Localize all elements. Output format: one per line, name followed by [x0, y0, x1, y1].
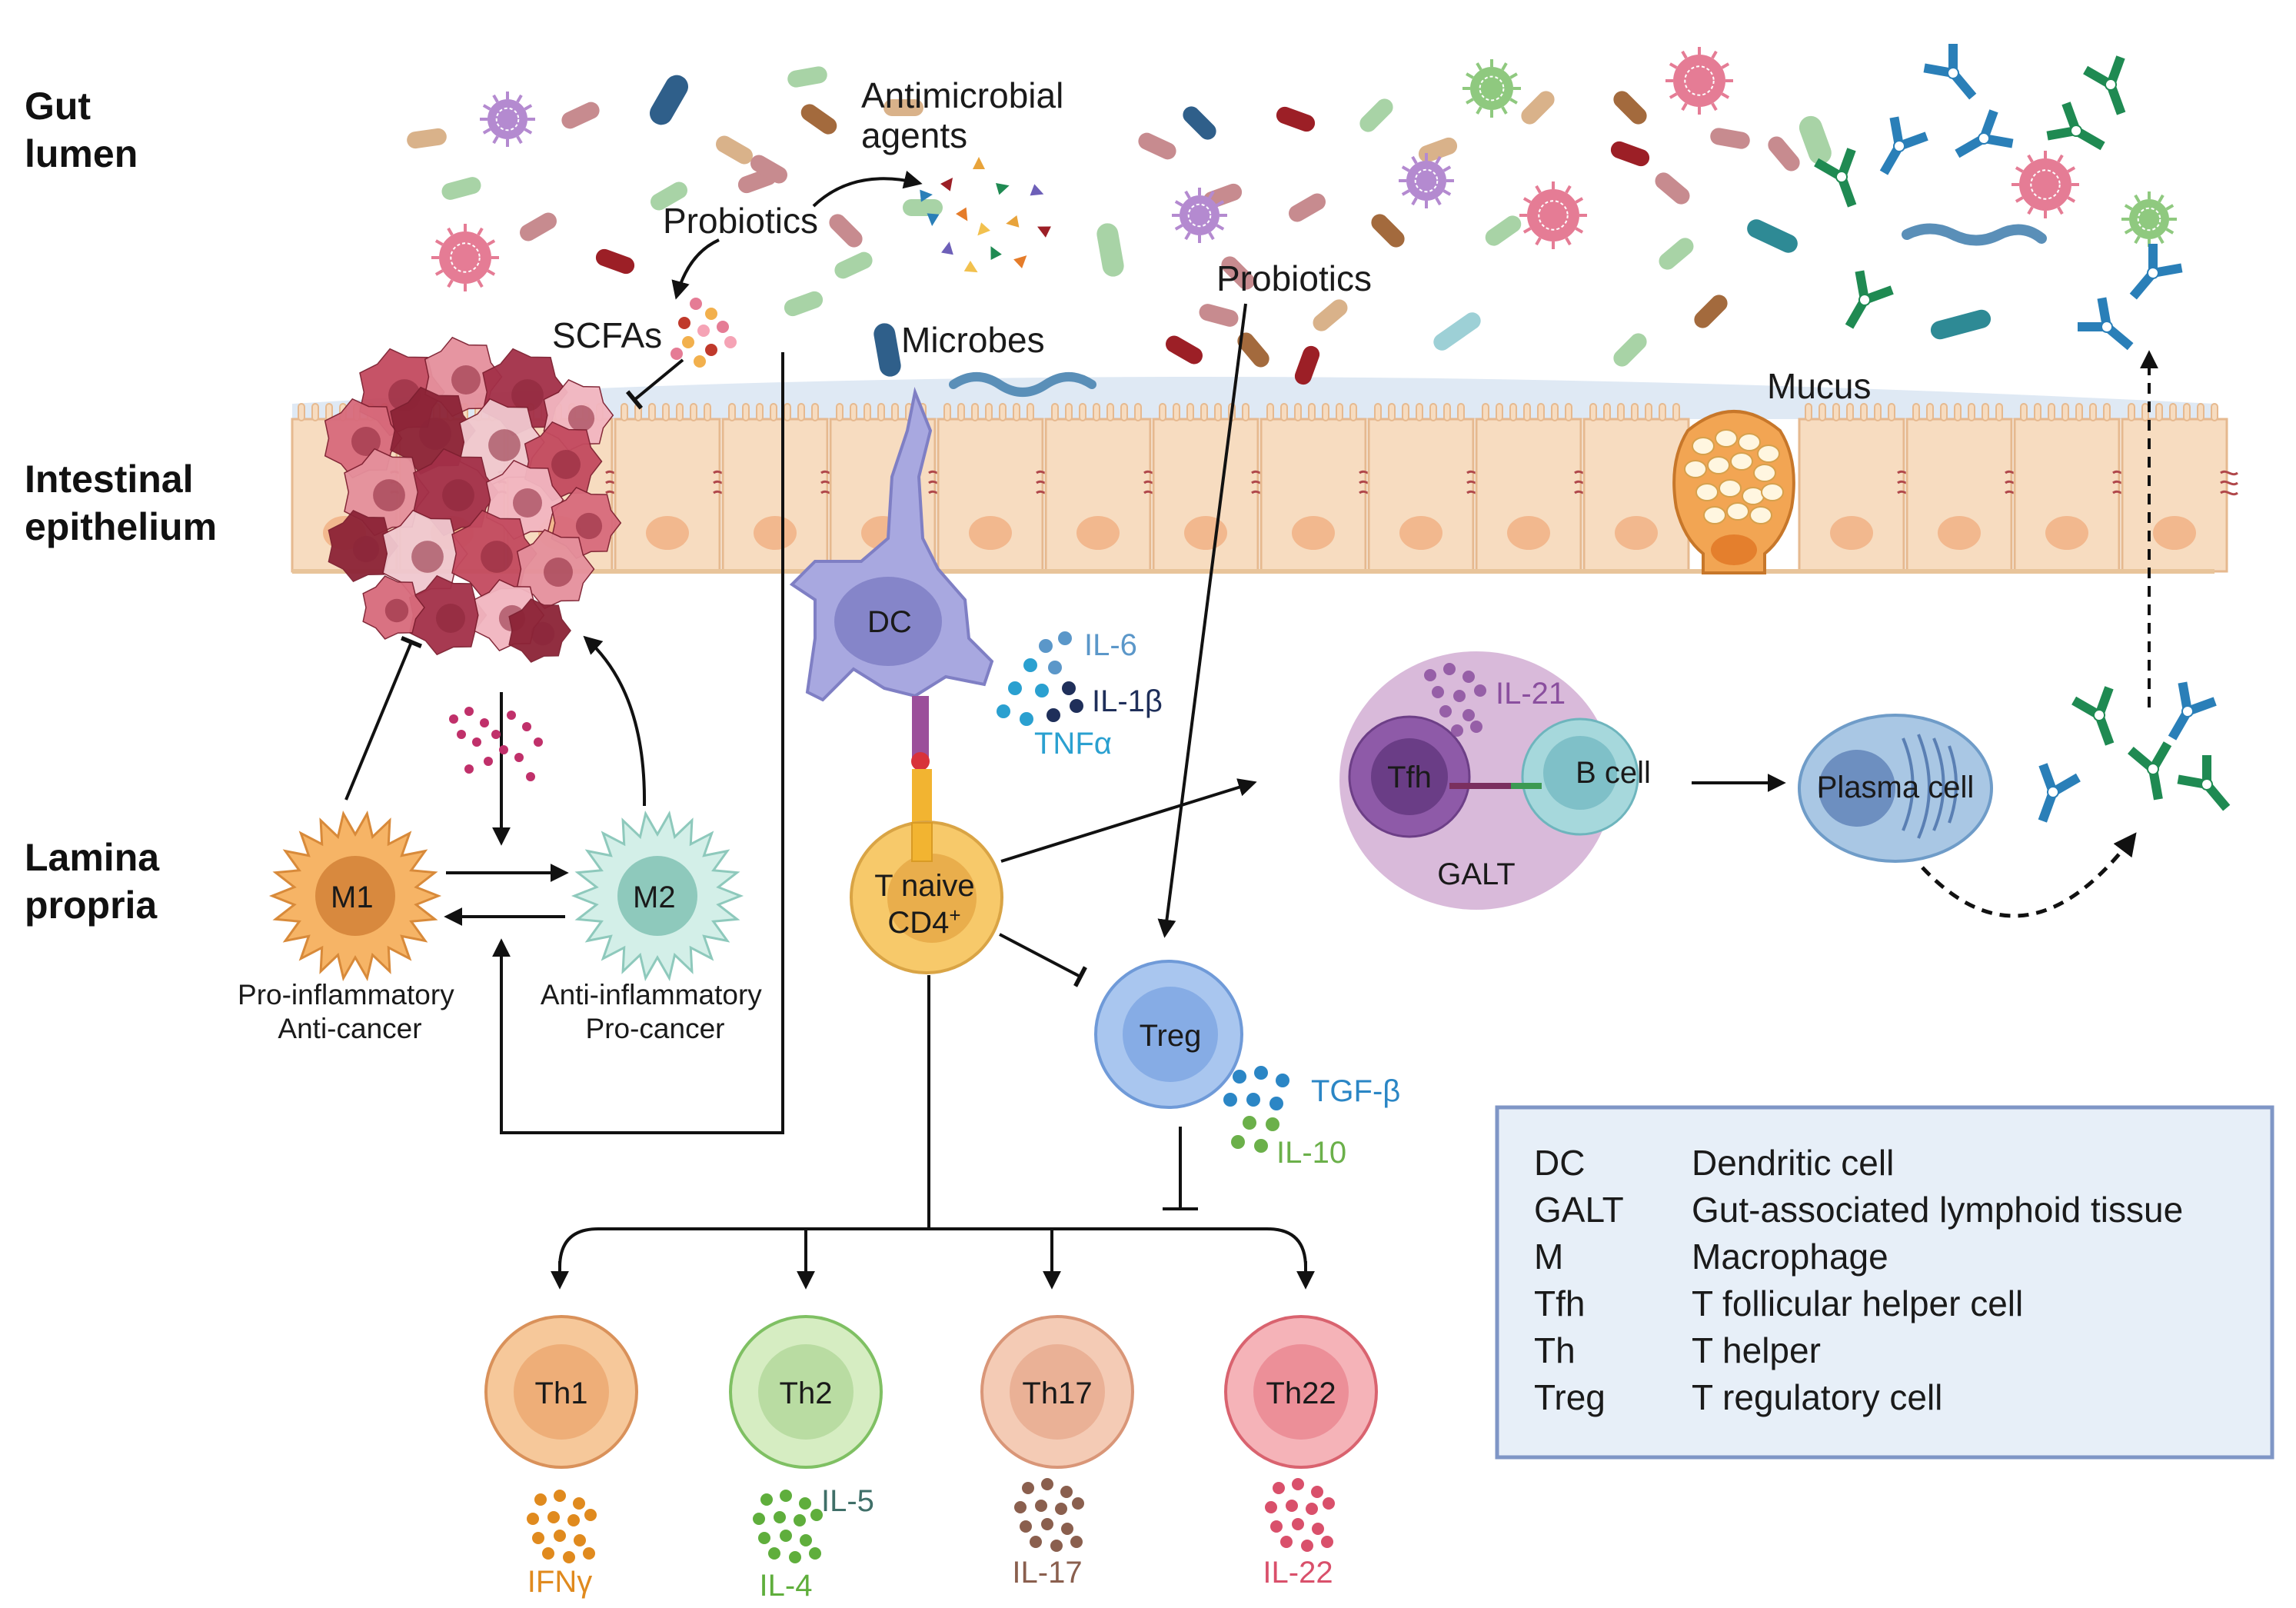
cytokine-il21: IL-21 [1496, 677, 1566, 711]
legend-definition: T helper [1692, 1330, 1821, 1370]
legend-definition: Macrophage [1692, 1237, 1888, 1277]
tcr-complex [912, 769, 932, 823]
zone-label-lamina-propria: Lamina propria [25, 836, 170, 927]
inhibit-m1-to-tumor [344, 636, 423, 801]
cytokine-tgfb: TGF-β [1311, 1074, 1400, 1108]
label-probiotics-left: Probiotics [663, 201, 818, 241]
m1-label: M1 [331, 881, 374, 914]
m1-macrophage [268, 811, 442, 981]
arrow-probiotics-to-scfas [671, 238, 720, 300]
label-mucus: Mucus [1767, 366, 1871, 406]
th2-label: Th2 [780, 1377, 833, 1410]
tumor-cluster-icon [324, 336, 622, 663]
legend-abbr: GALT [1534, 1190, 1624, 1230]
arrow-m2-to-tumor [583, 635, 647, 807]
legend-abbr: DC [1534, 1143, 1585, 1183]
legend-abbr: Treg [1534, 1377, 1606, 1417]
mhc-complex [912, 696, 929, 757]
lumen-bacteria [407, 66, 2047, 397]
zone-label-intestinal-epithelium: Intestinal epithelium [25, 458, 217, 548]
label-probiotics-right: Probiotics [1216, 258, 1372, 298]
cytokine-il4: IL-4 [760, 1569, 813, 1603]
th22-label: Th22 [1266, 1377, 1336, 1410]
scfa-molecules-icon [670, 298, 737, 368]
m2-label: M2 [633, 881, 676, 914]
t-naive-label: T naive CD4+ [874, 869, 983, 940]
basement-membrane [292, 569, 2214, 574]
cytokine-il6: IL-6 [1084, 628, 1137, 662]
arrow-scfas-to-m1 [492, 352, 784, 1134]
inhibit-tnaive-to-treg [999, 933, 1087, 987]
th-branch-bar [558, 1227, 1307, 1268]
galt-label: GALT [1437, 857, 1516, 891]
plasma-cell-label: Plasma cell [1817, 771, 1975, 804]
arrow-probiotics-to-antimicrobial [812, 170, 923, 208]
il21-icon [1424, 663, 1486, 737]
antigen-icon [911, 752, 930, 771]
treg-cell [1094, 960, 1243, 1109]
cytokine-tnfa: TNFα [1034, 727, 1112, 761]
cytokine-il17: IL-17 [1012, 1556, 1082, 1590]
label-microbes: Microbes [901, 320, 1045, 360]
arrow-probiotics-to-treg [1157, 303, 1247, 938]
dc-cytokines-icon [997, 631, 1083, 726]
label-scfas: SCFAs [552, 315, 662, 355]
label-antimicrobial-agents: Antimicrobial agents [861, 75, 1073, 155]
cytokine-ifng: IFNγ [527, 1565, 592, 1599]
dc-label: DC [867, 605, 912, 639]
legend-definition: T follicular helper cell [1692, 1283, 2023, 1323]
legend-definition: Dendritic cell [1692, 1143, 1894, 1183]
galt-follicle [1339, 651, 1639, 910]
zone-label-gut-lumen: Gut lumen [25, 85, 138, 175]
treg-cytokines-icon [1223, 1066, 1289, 1153]
legend-abbr: Th [1534, 1330, 1576, 1370]
t-helper-cells [484, 1315, 1378, 1469]
goblet-cell [1672, 410, 1795, 574]
legend-abbr: M [1534, 1237, 1563, 1277]
tfh-label: Tfh [1387, 761, 1432, 794]
cytokine-il5: IL-5 [821, 1484, 874, 1518]
inhibit-scfas-to-tumor [625, 358, 684, 410]
dendritic-cell: DC [789, 387, 994, 823]
tumor-secreted-factors-icon [449, 707, 543, 781]
cytokine-il10: IL-10 [1276, 1136, 1346, 1170]
m2-caption: Anti-inflammatory Pro-cancer [541, 979, 770, 1044]
th-cytokines-icon [527, 1478, 1335, 1563]
th17-label: Th17 [1022, 1377, 1092, 1410]
arrow-tnaive-to-galt [1000, 778, 1257, 863]
legend-abbr: Tfh [1534, 1283, 1585, 1323]
cytokine-il1b: IL-1β [1092, 684, 1163, 718]
lumen-antibodies [1814, 44, 2183, 351]
antimicrobial-agents-icon [920, 157, 1051, 273]
b-cell-label: B cell [1576, 756, 1651, 790]
treg-label: Treg [1140, 1019, 1202, 1053]
legend-definition: T regulatory cell [1692, 1377, 1942, 1417]
legend-definition: Gut-associated lymphoid tissue [1692, 1190, 2183, 1230]
arrow-plasma-to-antibodies [1921, 832, 2137, 918]
lumen-viruses [431, 47, 2177, 291]
cytokine-il22: IL-22 [1263, 1556, 1333, 1590]
plasma-cell [1798, 714, 1993, 863]
m2-macrophage [571, 811, 744, 981]
th1-label: Th1 [535, 1377, 588, 1410]
m1-caption: Pro-inflammatory Anti-cancer [238, 979, 462, 1044]
secreted-antibodies-icon [2038, 681, 2231, 823]
t-naive-cd4-cell [850, 821, 1003, 974]
